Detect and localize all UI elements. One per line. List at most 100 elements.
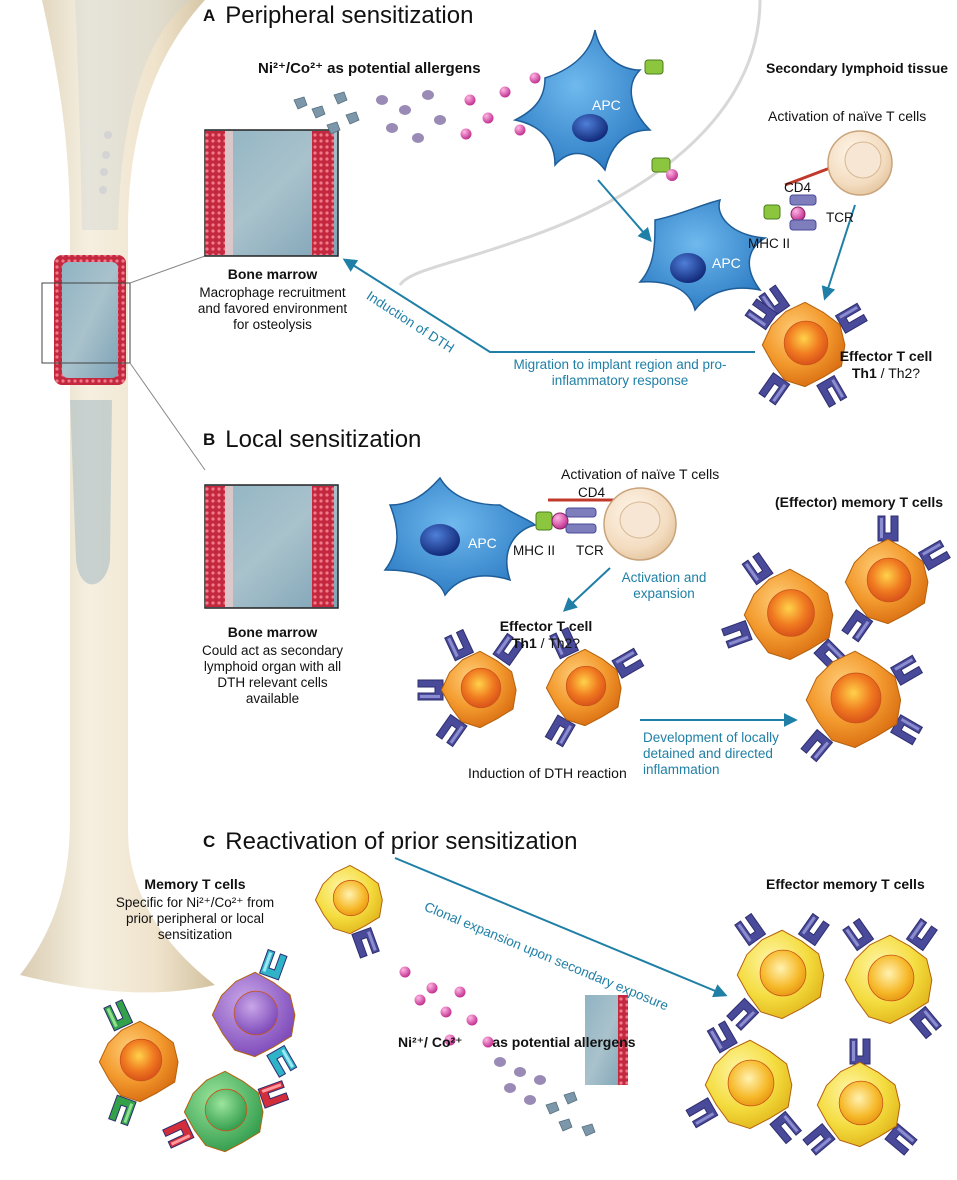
receptor-icon — [849, 1038, 871, 1065]
implant-fragment-c — [585, 995, 628, 1085]
receptor-icon — [734, 912, 767, 947]
allergen-particle-icon — [422, 90, 434, 100]
memory-cell-c-orange — [98, 999, 179, 1127]
receptor-icon — [769, 1110, 803, 1145]
section-a-letter: A — [203, 6, 216, 25]
effector-memory-label-c: Effector memory T cells — [766, 876, 925, 892]
allergen-particle-icon — [482, 1036, 494, 1048]
receptor-icon — [834, 302, 868, 334]
bone-marrow-desc-a: Macrophage recruitment and favored envir… — [197, 284, 348, 333]
allergen-particle-icon — [345, 111, 360, 125]
receptor-icon — [444, 628, 475, 662]
memory-label-b: (Effector) memory T cells — [775, 494, 944, 510]
effector-slash-b: / — [536, 634, 549, 651]
receptor-icon — [611, 647, 645, 679]
bone-marrow-inset-b — [204, 484, 339, 609]
allergen-particle-icon — [494, 1057, 506, 1067]
allergen-particle-icon — [311, 105, 326, 119]
effector-cell-a — [744, 284, 868, 408]
bone-marrow-title-a: Bone marrow — [227, 266, 318, 282]
receptor-icon — [351, 926, 380, 959]
effector-th1-a: Th1 — [851, 364, 877, 381]
mhc-label-a: MHC II — [748, 236, 790, 251]
allergen-particle-icon — [412, 133, 424, 143]
apc-label-b: APC — [468, 535, 497, 551]
effector-th1-b: Th1 — [511, 634, 537, 651]
bone-icon — [20, 0, 215, 993]
receptor-icon — [917, 539, 951, 571]
effector-title-b: Effector T cell — [499, 618, 593, 634]
receptor-icon — [758, 284, 791, 318]
lymphoid-boundary — [398, 0, 762, 286]
memory-cell-b2 — [841, 515, 951, 643]
effector-caption-b: Effector T cell Th1 / Th2? — [480, 618, 612, 652]
allergen-particle-icon — [376, 95, 388, 105]
allergen-particle-icon — [514, 124, 526, 136]
allergen-particle-icon — [426, 982, 438, 994]
effector-title-a: Effector T cell — [839, 348, 933, 364]
bone-marrow-caption-b: Bone marrow Could act as secondary lymph… — [190, 624, 355, 708]
mhc-label-b: MHC II — [513, 543, 555, 558]
lymphoid-tissue-label: Secondary lymphoid tissue — [766, 60, 949, 76]
bone-marrow-title-b: Bone marrow — [227, 624, 318, 640]
receptor-icon — [842, 917, 875, 952]
receptor-icon — [706, 1020, 738, 1054]
allergens-label-c: Ni²⁺/ Co²⁺ as potential allergens — [398, 1034, 636, 1051]
receptor-icon — [741, 552, 774, 586]
memory-cell-c-green — [162, 1070, 290, 1153]
tcr-label-a: TCR — [826, 210, 854, 225]
receptor-icon — [877, 515, 899, 542]
clonal-arrow — [394, 857, 728, 998]
allergen-particles-c — [399, 966, 596, 1137]
naive-t-cell-a — [827, 130, 893, 196]
allergen-particle-icon — [466, 1014, 478, 1026]
receptor-icon — [257, 1080, 290, 1109]
receptor-icon — [103, 999, 134, 1032]
receptor-icon — [726, 997, 760, 1031]
section-a-title-text: Peripheral sensitization — [225, 2, 474, 29]
apc-cell-top: APC — [512, 29, 678, 181]
receptor-icon — [841, 609, 874, 643]
receptor-icon — [744, 298, 778, 331]
receptor-icon — [258, 948, 288, 981]
receptor-icon — [721, 620, 753, 649]
arrows-b — [562, 567, 798, 727]
allergen-particle-icon — [333, 91, 348, 105]
receptor-icon — [492, 632, 525, 667]
receptor-icon — [162, 1118, 195, 1149]
receptor-icon — [890, 654, 924, 686]
allergen-particle-icon — [399, 966, 411, 978]
allergen-particle-icon — [460, 128, 472, 140]
memory-cell-c-yellow — [314, 864, 383, 959]
apc-cell-mid: APC — [638, 166, 831, 312]
effector-cell-b2 — [544, 626, 645, 748]
receptor-icon — [108, 1094, 137, 1127]
receptor-icon — [685, 1097, 719, 1129]
memory-desc-c: Specific for Ni²⁺/Co²⁺ from prior periph… — [115, 894, 275, 943]
allergens-rest-c: as potential allergens — [492, 1034, 636, 1050]
allergen-particle-icon — [454, 986, 466, 998]
effector-th2-b: Th2? — [548, 634, 581, 651]
allergen-particle-icon — [293, 96, 308, 110]
receptor-icon — [797, 912, 830, 947]
memory-t-cells-c — [98, 864, 383, 1153]
effector-cell-b1 — [417, 628, 525, 748]
allergen-particle-icon — [514, 1067, 526, 1077]
allergen-particle-icon — [504, 1083, 516, 1093]
receptor-icon — [905, 917, 938, 952]
memory-cell-c-purple — [211, 948, 298, 1078]
activation-label-b: Activation of naïve T cells — [561, 466, 720, 482]
arrows-a — [342, 179, 856, 353]
section-c-title-text: Reactivation of prior sensitization — [225, 828, 578, 855]
effector-t-cells-b — [417, 626, 645, 748]
allergen-particle-icon — [444, 1034, 456, 1046]
bone-marrow-desc-b: Could act as secondary lymphoid organ wi… — [201, 642, 344, 707]
bone-marrow-inset-a — [204, 129, 339, 257]
memory-caption-c: Memory T cells Specific for Ni²⁺/Co²⁺ fr… — [105, 876, 285, 943]
effector-memory-c4 — [802, 1038, 918, 1156]
allergen-particle-icon — [534, 1075, 546, 1085]
receptor-icon — [800, 728, 834, 763]
receptor-icon — [417, 679, 444, 701]
effector-memory-t-cells-c — [685, 912, 943, 1156]
